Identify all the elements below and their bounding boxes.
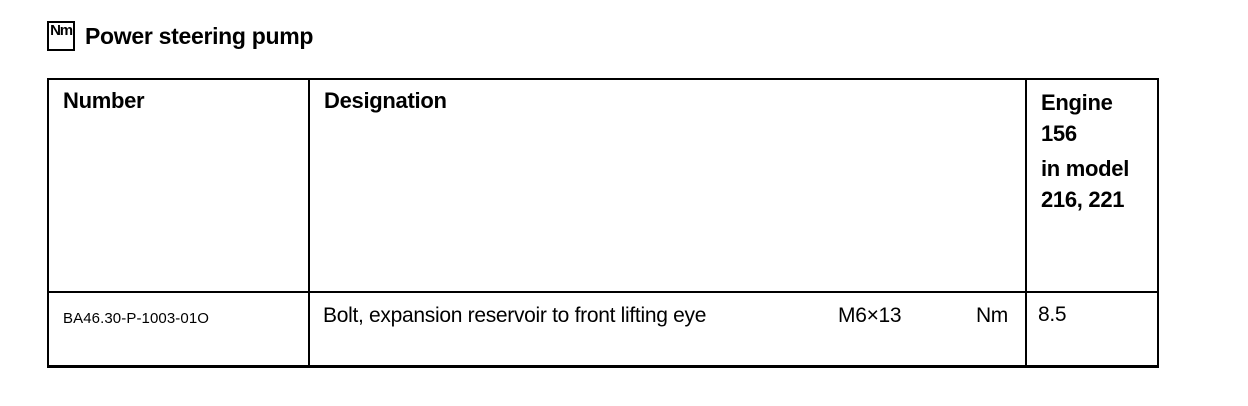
column-header-number: Number xyxy=(49,80,308,291)
page-title: Power steering pump xyxy=(85,22,314,49)
document-title-bar: Nm Power steering pump xyxy=(47,21,313,51)
engine-header-line-3: in model xyxy=(1041,156,1130,181)
engine-header-line-1: Engine xyxy=(1041,90,1113,115)
column-header-engine: Engine 156 in model 216, 221 xyxy=(1025,80,1157,291)
engine-header-line-4: 216, 221 xyxy=(1041,187,1125,212)
row-thread-size: M6×13 xyxy=(838,304,902,327)
row-designation-cell: Bolt, expansion reservoir to front lifti… xyxy=(308,291,1025,365)
torque-spec-table: Number Designation Engine 156 in model 2… xyxy=(47,78,1159,368)
row-unit-label: Nm xyxy=(975,304,1008,327)
row-torque-value: 8.5 xyxy=(1025,291,1157,365)
row-number-code: BA46.30-P-1003-01O xyxy=(49,291,308,365)
row-designation-text: Bolt, expansion reservoir to front lifti… xyxy=(323,304,707,327)
torque-nm-icon-label: Nm xyxy=(50,22,73,39)
column-header-designation: Designation xyxy=(308,80,1025,291)
torque-nm-icon: Nm xyxy=(47,21,75,51)
engine-header-line-2: 156 xyxy=(1041,121,1077,146)
